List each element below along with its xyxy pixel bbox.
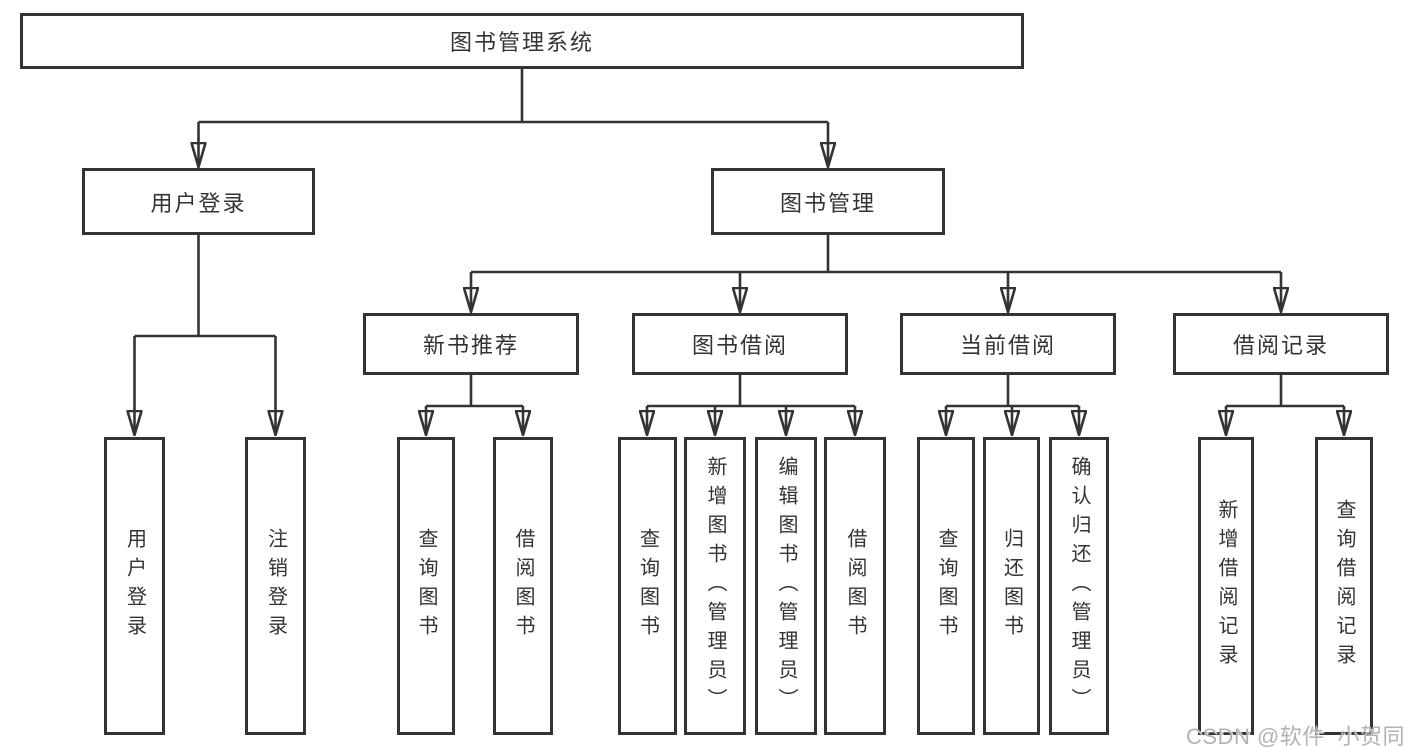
leaf-confirm-return-admin-label: 确认归还（管理员） xyxy=(1068,455,1090,717)
leaf-borrow-book-2: 借阅图书 xyxy=(824,437,886,735)
leaf-query-book-2: 查询图书 xyxy=(618,437,677,735)
node-new-book-recommend: 新书推荐 xyxy=(363,313,579,375)
node-book-management: 图书管理 xyxy=(711,168,945,235)
leaf-borrow-book-1-label: 借阅图书 xyxy=(512,528,534,644)
leaf-edit-book-admin: 编辑图书（管理员） xyxy=(755,437,817,735)
leaf-user-login-label: 用户登录 xyxy=(123,528,146,644)
leaf-query-book-1-label: 查询图书 xyxy=(415,528,437,644)
node-current-borrow: 当前借阅 xyxy=(900,313,1116,375)
leaf-borrow-book-1: 借阅图书 xyxy=(493,437,553,735)
leaf-user-login: 用户登录 xyxy=(104,437,165,735)
connector-skeleton xyxy=(134,69,1344,408)
leaf-return-book-label: 归还图书 xyxy=(1000,528,1023,644)
leaf-query-book-3: 查询图书 xyxy=(917,437,975,735)
node-user-login: 用户登录 xyxy=(82,168,315,235)
watermark: CSDN @软件_小贺同学 xyxy=(1186,724,1405,747)
leaf-borrow-book-2-label: 借阅图书 xyxy=(844,528,866,644)
leaf-add-borrow-record: 新增借阅记录 xyxy=(1198,437,1254,735)
leaf-add-book-admin-label: 新增图书（管理员） xyxy=(704,455,726,717)
node-borrow-records: 借阅记录 xyxy=(1173,313,1389,375)
node-book-borrow: 图书借阅 xyxy=(632,313,848,375)
leaf-add-borrow-record-label: 新增借阅记录 xyxy=(1215,499,1237,673)
leaf-add-book-admin: 新增图书（管理员） xyxy=(684,437,746,735)
leaf-query-book-3-label: 查询图书 xyxy=(935,528,957,644)
leaf-return-book: 归还图书 xyxy=(983,437,1040,735)
leaf-logout: 注销登录 xyxy=(245,437,306,735)
node-library-system: 图书管理系统 xyxy=(20,13,1024,69)
leaf-logout-label: 注销登录 xyxy=(264,528,287,644)
leaf-query-book-1: 查询图书 xyxy=(397,437,455,735)
leaf-edit-book-admin-label: 编辑图书（管理员） xyxy=(775,455,797,717)
leaf-query-borrow-record-label: 查询借阅记录 xyxy=(1333,499,1355,673)
leaf-query-book-2-label: 查询图书 xyxy=(636,528,659,644)
leaf-confirm-return-admin: 确认归还（管理员） xyxy=(1049,437,1109,735)
leaf-query-borrow-record: 查询借阅记录 xyxy=(1315,437,1373,735)
